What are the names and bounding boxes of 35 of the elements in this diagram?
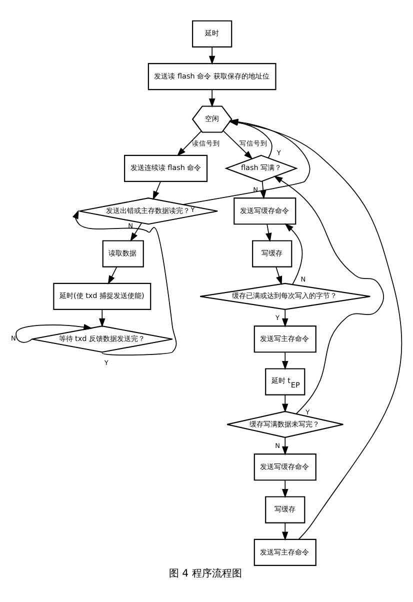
arrow: [276, 266, 282, 285]
node-diamond: 缓存已满或达到每次写入的字节？: [200, 282, 371, 310]
node-box: 延时(使 txd 捕捉发送使能): [53, 282, 152, 310]
node-box: 发送写缓存命令: [254, 453, 316, 480]
node-diamond: 等待 txd 反馈数据发送完？: [31, 325, 173, 352]
node-box: 发送写主存命令: [254, 538, 316, 566]
arrow: [130, 222, 142, 242]
arrow: [274, 175, 384, 414]
arrow: [282, 479, 288, 498]
arrow: [282, 351, 288, 370]
node-box: 发送写主存命令: [254, 325, 316, 352]
arrow: [108, 266, 118, 284]
node-box: 发送写缓存命令: [234, 197, 296, 224]
arrow: [16, 323, 93, 342]
arrow: [284, 222, 303, 284]
node-box: 发送读 flash 命令 获取保存的地址位: [148, 62, 276, 90]
arrow: [176, 130, 202, 156]
arrow: [282, 308, 288, 327]
node-box: 发送连续读 flash 命令: [124, 154, 208, 182]
arrow: [282, 522, 288, 540]
arrow: [208, 46, 216, 64]
arrow: [282, 394, 288, 412]
arrow: [99, 308, 106, 327]
node-box: 写缓存: [252, 240, 292, 267]
node-box: 写缓存: [265, 496, 306, 523]
arrow: [152, 180, 162, 200]
caption: 图 4 程序流程图: [168, 568, 242, 579]
arrow: [208, 88, 216, 107]
node-box: 延时: [192, 20, 232, 47]
node-box: 读取数据: [102, 240, 144, 267]
arrow: [72, 209, 177, 355]
arrow: [282, 436, 288, 455]
arrow: [260, 180, 266, 199]
arrow: [222, 130, 253, 159]
arrow: [266, 223, 272, 242]
